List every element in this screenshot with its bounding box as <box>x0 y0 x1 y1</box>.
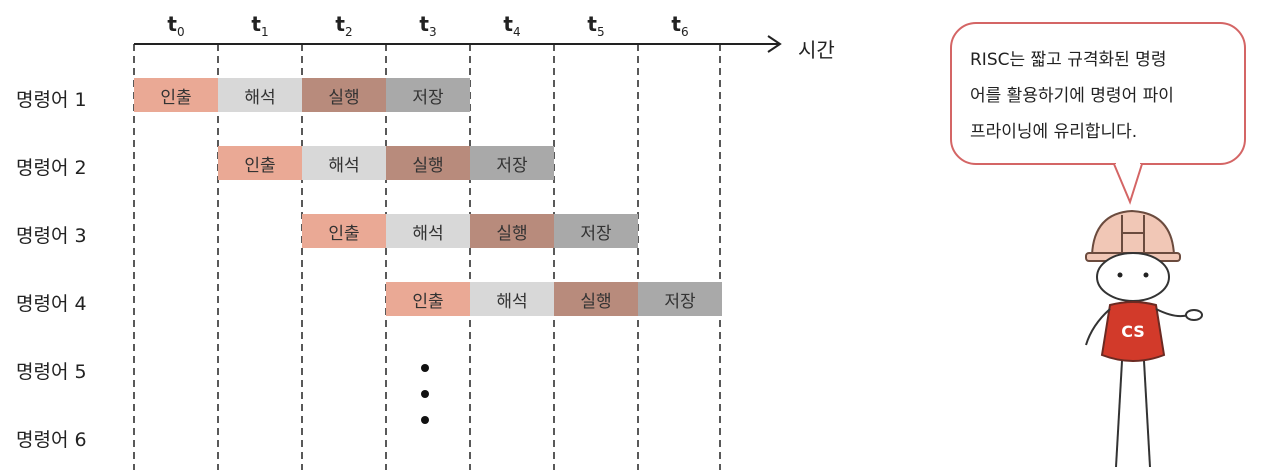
ellipsis-dot <box>421 390 429 398</box>
stage-execute-cell: 실행 <box>302 78 386 112</box>
stage-fetch-cell: 인출 <box>302 214 386 248</box>
stage-decode-cell: 해석 <box>470 282 554 316</box>
stage-execute-cell: 실행 <box>470 214 554 248</box>
speech-line-1: RISC는 짧고 규격화된 명령 <box>970 50 1167 70</box>
speech-bubble: RISC는 짧고 규격화된 명령 어를 활용하기에 명령어 파이 프라이닝에 유… <box>950 22 1246 165</box>
row-label-2: 명령어 2 <box>16 157 87 179</box>
speech-bubble-tail <box>1113 162 1143 205</box>
stage-store-cell: 저장 <box>638 282 722 316</box>
time-label-4: t4 <box>503 12 521 39</box>
ellipsis-dot <box>421 416 429 424</box>
speech-line-3: 프라이닝에 유리합니다. <box>970 122 1138 142</box>
shirt-logo: CS <box>1121 322 1145 341</box>
row-label-6: 명령어 6 <box>16 429 87 451</box>
stage-decode-cell: 해석 <box>302 146 386 180</box>
time-label-5: t5 <box>587 12 605 39</box>
stage-store-cell: 저장 <box>470 146 554 180</box>
stage-store-cell: 저장 <box>386 78 470 112</box>
row-label-3: 명령어 3 <box>16 225 87 247</box>
stage-decode-cell: 해석 <box>218 78 302 112</box>
stage-execute-cell: 실행 <box>386 146 470 180</box>
stage-decode-cell: 해석 <box>386 214 470 248</box>
grid-lines <box>133 44 721 470</box>
time-label-3: t3 <box>419 12 437 39</box>
time-axis-title: 시간 <box>798 38 835 62</box>
mascot-face <box>1096 252 1170 302</box>
stage-execute-cell: 실행 <box>554 282 638 316</box>
time-label-0: t0 <box>167 12 185 39</box>
stage-fetch-cell: 인출 <box>134 78 218 112</box>
speech-line-2: 어를 활용하기에 명령어 파이 <box>970 86 1174 106</box>
stage-fetch-cell: 인출 <box>386 282 470 316</box>
mascot-shirt <box>1100 301 1166 362</box>
time-label-2: t2 <box>335 12 353 39</box>
stage-fetch-cell: 인출 <box>218 146 302 180</box>
ellipsis-dot <box>421 364 429 372</box>
row-label-1: 명령어 1 <box>16 89 87 111</box>
mascot-character: CS <box>1085 209 1203 468</box>
stage-store-cell: 저장 <box>554 214 638 248</box>
row-label-5: 명령어 5 <box>16 361 87 383</box>
row-label-4: 명령어 4 <box>16 293 87 315</box>
time-axis-arrowhead <box>767 35 782 53</box>
time-label-1: t1 <box>251 12 269 39</box>
time-label-6: t6 <box>671 12 689 39</box>
